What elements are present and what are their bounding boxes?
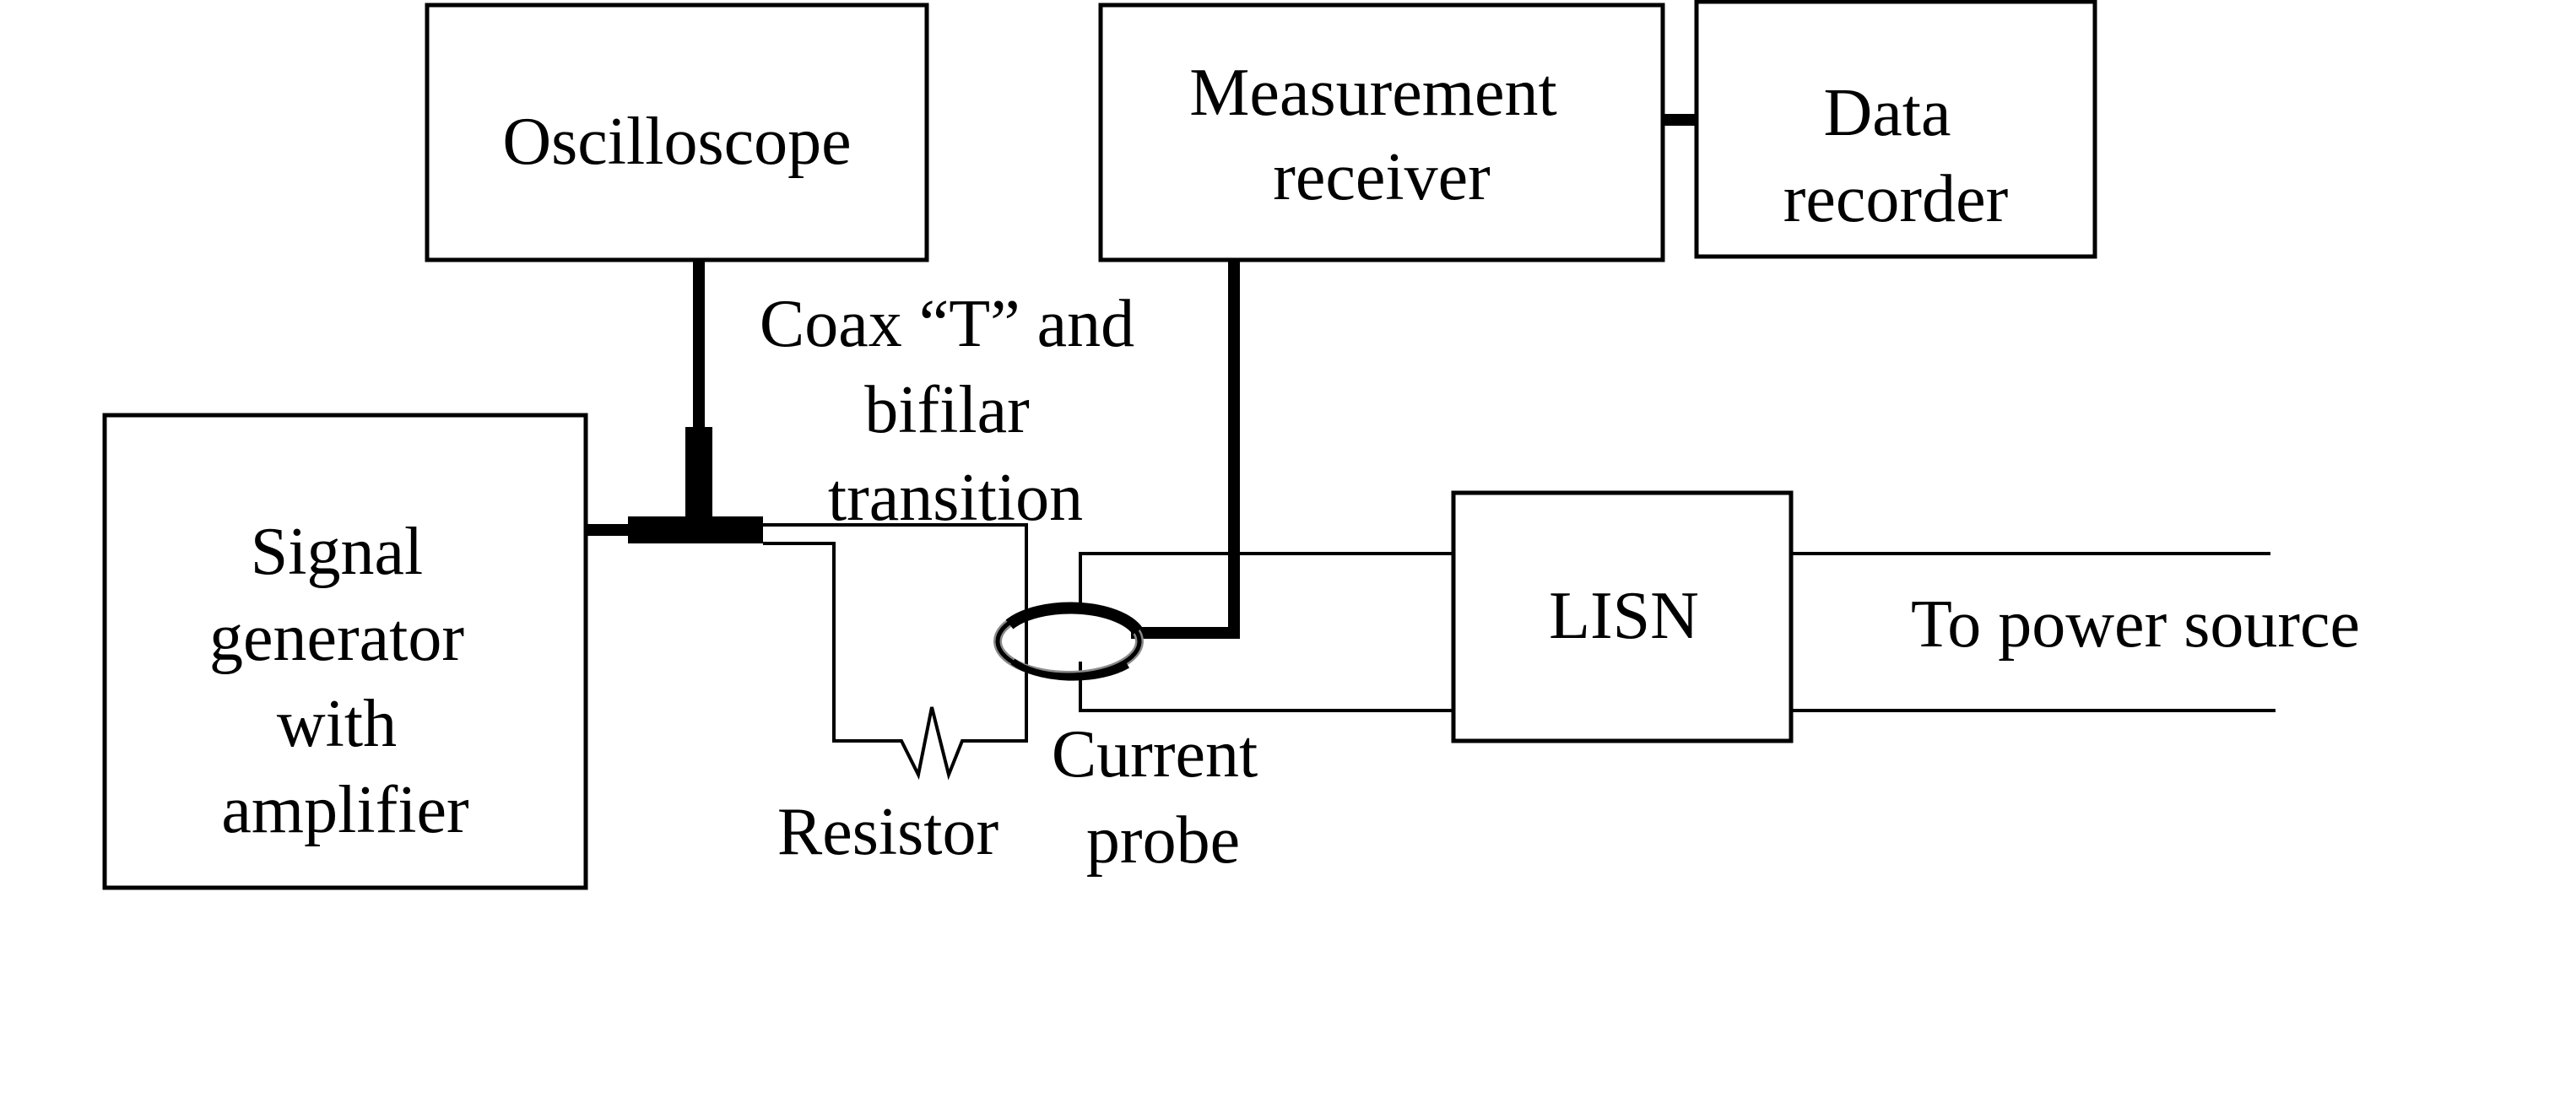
coax-t-label: Coax “T” and bifilar transition <box>760 287 1151 535</box>
lisn-input-upper <box>1079 552 1453 606</box>
lisn-box <box>1451 490 1794 743</box>
bifilar-lower-wire <box>763 542 989 781</box>
power-source-label: To power source <box>1911 587 2360 662</box>
current-probe-line-1: Current <box>1052 717 1258 792</box>
measurement-receiver-line-1: Measurement <box>1189 56 1556 130</box>
bifilar-upper-wire <box>763 523 1028 743</box>
measurement-receiver-label: Measurement receiver <box>1189 56 1573 214</box>
receiver-cable <box>1131 260 1240 639</box>
coax-t-line-3: transition <box>828 461 1083 535</box>
current-probe-jaw-lower <box>1010 658 1130 681</box>
data-recorder-line-2: recorder <box>1783 162 2008 236</box>
signal-generator-label: Signal generator with amplifier <box>209 515 481 847</box>
data-recorder-line-1: Data <box>1823 76 1951 150</box>
lisn-input-lower <box>1079 662 1453 712</box>
signal-generator-line-4: amplifier <box>221 773 468 847</box>
signal-generator-line-1: Signal <box>251 515 423 589</box>
data-recorder-box <box>1694 0 2097 259</box>
resistor-label: Resistor <box>777 795 998 869</box>
oscilloscope-label: Oscilloscope <box>502 105 851 179</box>
oscilloscope-box <box>425 3 929 262</box>
data-recorder-label: Data recorder <box>1783 76 2008 236</box>
coax-t-line-2: bifilar <box>864 373 1029 447</box>
coax-t-stem <box>685 427 712 532</box>
current-probe-line-2: probe <box>1086 803 1240 878</box>
current-probe-jaw <box>1005 602 1143 635</box>
signal-generator-line-3: with <box>277 687 397 761</box>
current-probe-label: Current probe <box>1052 717 1274 878</box>
coax-t-line-1: Coax “T” and <box>760 287 1134 361</box>
signal-generator-line-2: generator <box>209 601 464 675</box>
measurement-receiver-box <box>1098 3 1665 262</box>
coax-t-body <box>628 516 763 543</box>
signal-generator-box <box>102 413 588 890</box>
lisn-label: LISN <box>1549 579 1699 653</box>
measurement-receiver-line-2: receiver <box>1273 140 1491 214</box>
